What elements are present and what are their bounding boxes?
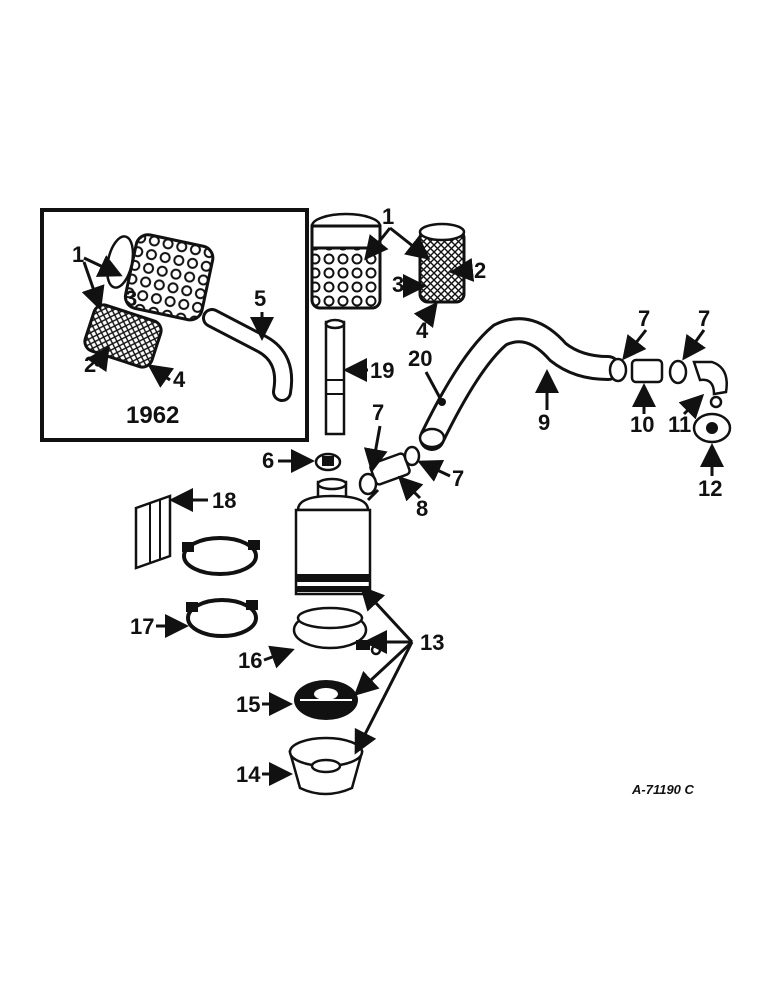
clamp-6 [314,452,342,472]
perforated-filter-element [310,212,382,310]
label-16: 16 [238,648,262,673]
label-2-upper: 2 [474,258,486,283]
mounting-band-17 [186,598,258,638]
label-17: 17 [130,614,154,639]
air-cleaner-body [294,477,380,596]
clamp-7-b [403,445,421,467]
bracket-18 [134,494,172,570]
label-1-inset: 1 [72,242,84,267]
label-18: 18 [212,488,236,513]
label-7-a: 7 [372,400,384,425]
label-3-inset: 3 [125,286,137,311]
gasket-12 [692,412,732,444]
label-13: 13 [420,630,444,655]
label-14: 14 [236,762,261,787]
reference-code: A-71190 C [631,782,695,797]
clamp-7-d [668,359,688,385]
inset-year: 1962 [126,402,179,429]
label-7-b: 7 [452,466,464,491]
label-11: 11 [668,412,691,437]
label-7-d: 7 [698,306,710,331]
elbow-11 [692,360,728,409]
label-2-inset: 2 [84,352,96,377]
clamp-band-16 [292,606,382,656]
label-15: 15 [236,692,260,717]
inset-box-1962 [40,208,309,442]
mesh-screen [418,222,466,304]
label-5: 5 [254,286,266,311]
label-4-upper: 4 [416,318,429,343]
mounting-band-upper [182,536,260,576]
label-8: 8 [416,496,428,521]
oil-cup-14 [288,736,364,796]
label-19: 19 [370,358,394,383]
clamp-7-c [608,357,628,383]
label-7-c: 7 [638,306,650,331]
label-3-upper: 3 [392,272,404,297]
bowl-insert-15 [294,680,358,720]
label-9: 9 [538,410,550,435]
label-20: 20 [408,346,432,371]
label-6: 6 [262,448,274,473]
label-4-inset: 4 [173,367,186,392]
label-1-upper: 1 [382,204,394,229]
label-12: 12 [698,476,722,501]
sleeve-10 [630,358,664,384]
intake-tube [324,318,346,436]
clamp-7-a [358,472,378,496]
label-10: 10 [630,412,654,437]
